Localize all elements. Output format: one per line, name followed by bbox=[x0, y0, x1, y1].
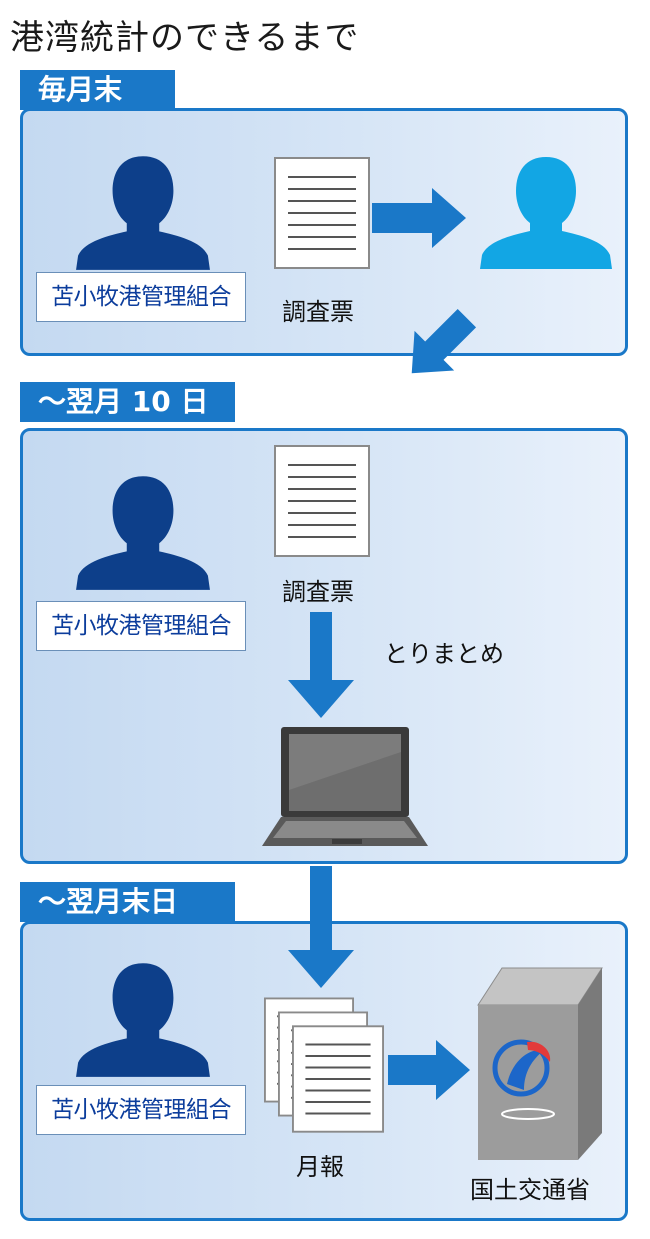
ministry-label: 国土交通省 bbox=[470, 1176, 590, 1204]
survey-form-label-section2: 調査票 bbox=[282, 578, 354, 606]
organization-label-section3: 苫小牧港管理組合 bbox=[36, 1085, 246, 1135]
person-icon-section3 bbox=[76, 963, 210, 1077]
person-light-icon-section1 bbox=[480, 157, 612, 269]
page-title: 港湾統計のできるまで bbox=[10, 18, 360, 58]
monthly-report-icon bbox=[264, 997, 384, 1133]
arrow-down-icon-section2 bbox=[288, 612, 354, 718]
compile-step-label: とりまとめ bbox=[384, 640, 504, 668]
section-next-month-end-tab: ～翌月末日 bbox=[20, 882, 235, 922]
arrow-right-icon-section3 bbox=[388, 1040, 470, 1100]
survey-form-icon-section2 bbox=[274, 445, 370, 557]
person-icon-section2 bbox=[76, 476, 210, 590]
laptop-icon bbox=[262, 727, 428, 846]
survey-form-label-section1: 調査票 bbox=[282, 298, 354, 326]
monthly-report-label: 月報 bbox=[296, 1153, 344, 1181]
arrow-diagonal-icon bbox=[411, 308, 477, 374]
section-next-month-10th-tab: ～翌月 10 日 bbox=[20, 382, 235, 422]
person-icon-section1 bbox=[76, 156, 210, 270]
survey-form-icon-section1 bbox=[274, 157, 370, 269]
arrow-down-icon-section3 bbox=[288, 866, 354, 988]
organization-label-section2: 苫小牧港管理組合 bbox=[36, 601, 246, 651]
organization-label-section1: 苫小牧港管理組合 bbox=[36, 272, 246, 322]
section-monthly-end-tab: 毎月末 bbox=[20, 70, 175, 110]
server-icon bbox=[477, 967, 603, 1160]
arrow-right-icon-section1 bbox=[372, 188, 466, 248]
